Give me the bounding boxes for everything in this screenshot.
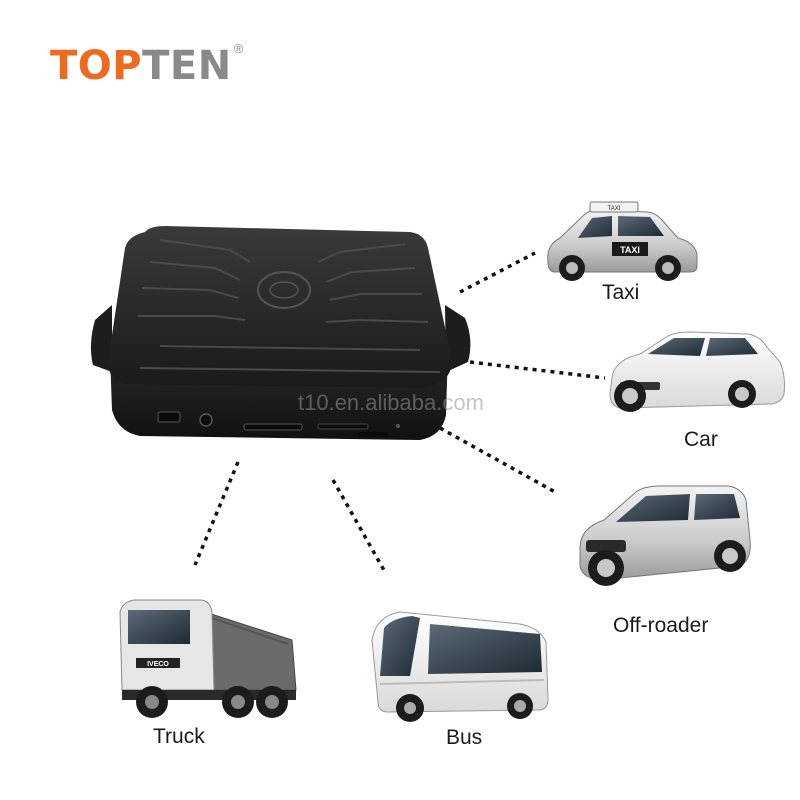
logo-part-ten: TEN <box>142 43 232 89</box>
truck-image: IVECO <box>119 599 297 718</box>
gps-tracker-device <box>90 226 471 440</box>
car-image <box>609 331 785 412</box>
connector-offroader <box>439 426 556 494</box>
truck-brand: IVECO <box>147 661 169 668</box>
car-label: Car <box>684 428 718 451</box>
sd-slot <box>317 423 369 430</box>
bus-label: Bus <box>446 726 483 749</box>
connector-lines <box>193 251 606 573</box>
connector-bus <box>331 479 387 573</box>
taxi-image: TAXI TAXI <box>547 201 698 281</box>
connector-taxi <box>459 251 536 294</box>
registered-mark: ® <box>233 41 244 56</box>
taxi-roof-sign: TAXI <box>608 206 621 212</box>
audio-jack <box>199 413 213 427</box>
offroader-label: Off-roader <box>613 614 709 637</box>
bus-image <box>371 611 549 722</box>
taxi-label: Taxi <box>602 281 640 304</box>
topten-logo: TOP TEN ® <box>50 41 244 90</box>
watermark: t10.en.alibaba.com <box>298 390 484 415</box>
sim-slot <box>243 423 303 431</box>
offroader-image <box>579 485 751 586</box>
truck-label: Truck <box>153 725 205 748</box>
logo-part-top: TOP <box>50 43 143 89</box>
connector-truck <box>193 461 240 566</box>
connector-car <box>469 360 606 380</box>
usb-port <box>157 411 181 423</box>
taxi-door-sign: TAXI <box>620 245 640 255</box>
